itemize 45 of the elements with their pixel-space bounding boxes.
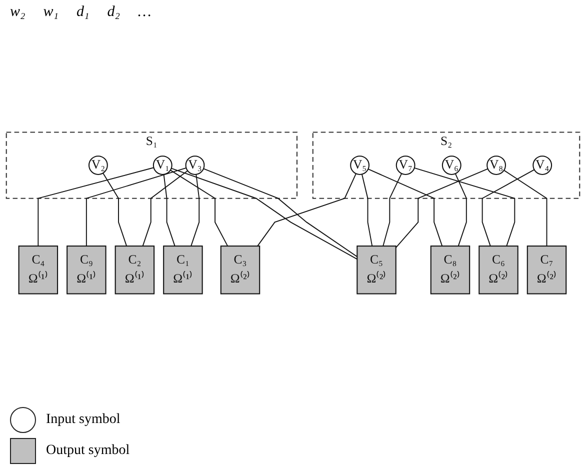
connector [203,168,358,258]
connector [142,170,188,247]
connector [382,173,402,247]
connector [368,168,443,247]
node-circle [350,156,370,175]
symbol-label: w₁ [43,4,58,22]
connector [257,173,356,247]
connector [454,173,467,247]
node-circle [396,156,416,175]
connector [414,167,516,247]
connector [482,169,535,247]
cluster [312,132,580,199]
symbol-label: … [138,4,152,22]
node-box [114,246,155,294]
connector [86,167,187,247]
node-circle [185,156,205,175]
connector [163,174,176,247]
symbol-label: d₁ [76,4,90,22]
connector [504,170,548,247]
node-circle [486,156,506,175]
connector [170,170,228,247]
node-box [478,246,518,294]
graph-drawing: S₁ S₂ V₂ V₁ V₃ V₅ V₇ V₆ V₈ V₄ C₄ Ω⁽¹⁾ C₉ Ω⁽¹⁾ C₂ Ω⁽¹⁾ C₁ Ω⁽¹⁾ C₃ Ω⁽²⁾ C₅ Ω⁽²⁾ C₈ Ω⁽²⁾ C₆ Ω⁽²⁾ C₇ Ω⁽²⁾ [0,24,586,402]
legend-label: Output symbol [46,443,130,459]
node-circle [152,156,172,175]
node-box [526,246,567,294]
node-box [163,246,203,294]
connector [395,168,488,248]
node-box [356,246,396,294]
node-box [430,246,470,294]
connector [38,167,154,247]
legend-label: Input symbol [46,412,120,428]
connector [170,168,358,260]
node-box [18,246,58,294]
connector [102,172,128,247]
node-circle [442,156,462,175]
symbol-label: w₂ [10,4,26,22]
node-circle [532,156,552,175]
node-box [220,246,260,294]
symbol-label: d₂ [107,4,120,22]
cluster [6,132,298,199]
connector [361,174,373,247]
connector [190,174,200,247]
node-box [66,246,106,294]
node-circle [88,156,108,175]
